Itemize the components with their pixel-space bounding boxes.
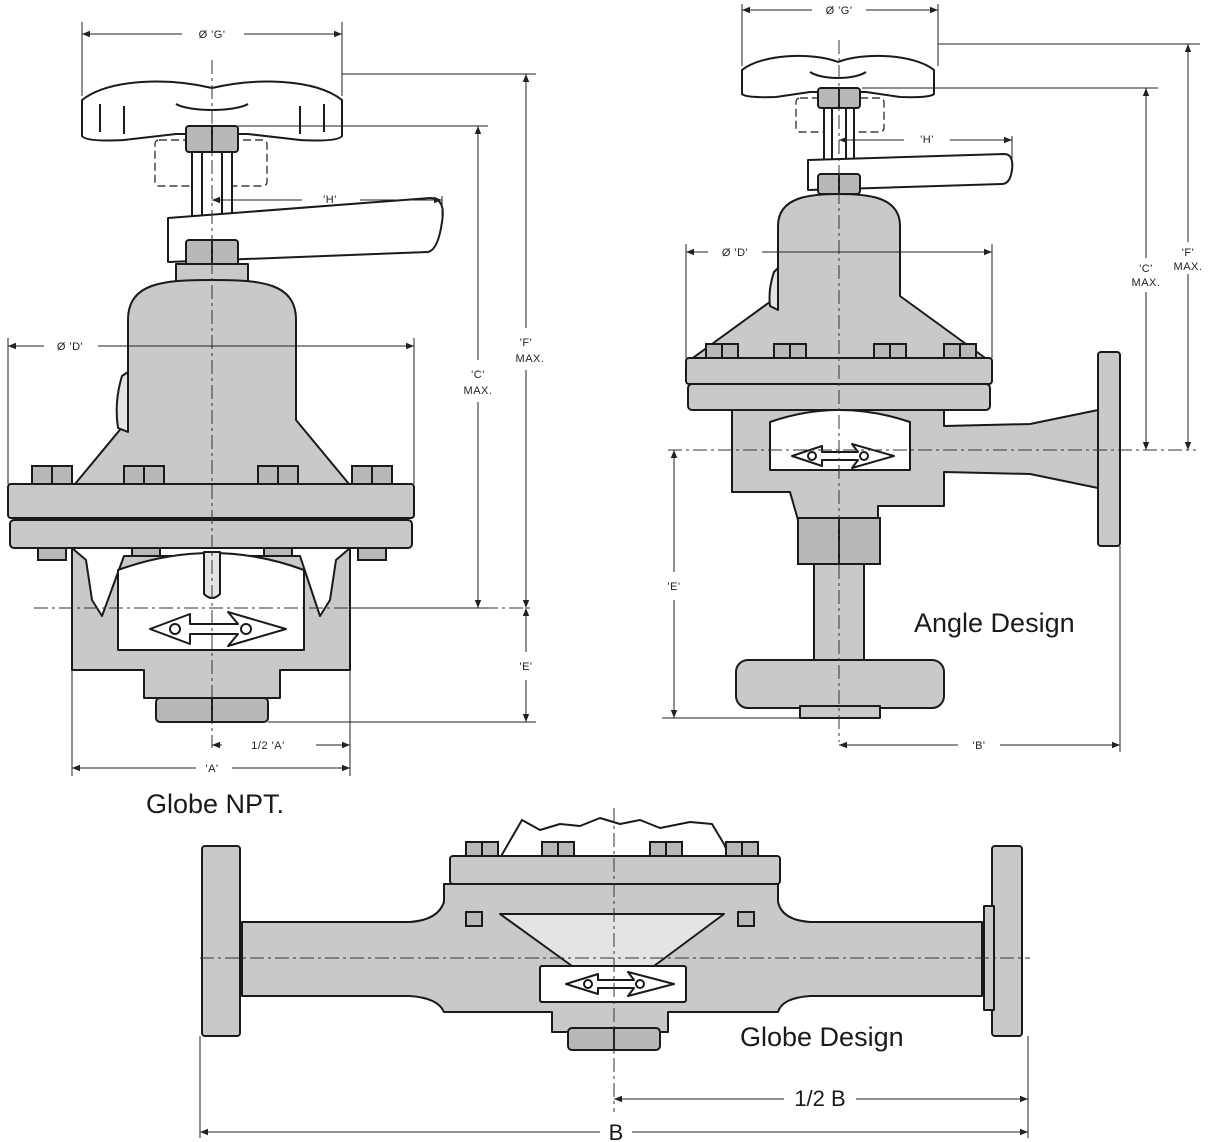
dim-f-label: 'F' <box>1182 247 1194 259</box>
dim-b-label: 'B' <box>972 740 985 752</box>
bolts-top <box>705 343 977 361</box>
bottom-flange <box>735 659 945 709</box>
left-flange <box>201 845 241 1037</box>
handwheel <box>741 54 935 99</box>
flange-lower <box>9 519 413 549</box>
caption-globe-design: Globe Design <box>740 1022 904 1052</box>
flow-arrow <box>565 971 675 997</box>
dim-b-label: B <box>609 1120 624 1142</box>
caption-angle-design: Angle Design <box>914 608 1075 638</box>
side-flange <box>1097 351 1121 547</box>
globe-npt-view: Ø 'G' 'H' Ø 'D' 'C' MAX. 'F' MAX. 'E' <box>7 22 545 819</box>
dim-f-max: MAX. <box>516 353 545 365</box>
flange-upper <box>449 855 781 885</box>
dim-half-b-label: 1/2 B <box>794 1086 845 1111</box>
dim-g-label: Ø 'G' <box>199 29 226 41</box>
dim-half-a-label: 1/2 'A' <box>251 740 284 752</box>
flange-upper <box>7 483 415 519</box>
dim-h-label: 'H' <box>323 194 337 206</box>
dim-d-label: Ø 'D' <box>722 247 748 259</box>
dim-f-max: MAX. <box>1174 261 1203 273</box>
dim-f-label: 'F' <box>520 337 532 349</box>
dim-g-label: Ø 'G' <box>826 5 853 17</box>
flow-arrow <box>149 611 287 647</box>
dim-c-label: 'C' <box>1139 263 1153 275</box>
angle-design-view: Ø 'G' 'H' Ø 'D' 'C' MAX. 'F' MAX. 'E' 'B… <box>662 4 1202 752</box>
dim-c-max: MAX. <box>464 385 493 397</box>
dim-a-label: 'A' <box>205 763 218 775</box>
bolts-bottom <box>37 547 387 561</box>
globe-flanged-view: 1/2 B B Globe Design <box>199 808 1030 1142</box>
caption-globe-npt: Globe NPT. <box>146 789 284 819</box>
dim-d-label: Ø 'D' <box>57 341 83 353</box>
dim-h-label: 'H' <box>920 134 934 146</box>
dim-c-label: 'C' <box>471 369 485 381</box>
dim-c-max: MAX. <box>1132 277 1161 289</box>
dim-e-label: 'E' <box>519 661 532 673</box>
dim-e-label: 'E' <box>667 581 680 593</box>
right-flange <box>991 845 1023 1037</box>
